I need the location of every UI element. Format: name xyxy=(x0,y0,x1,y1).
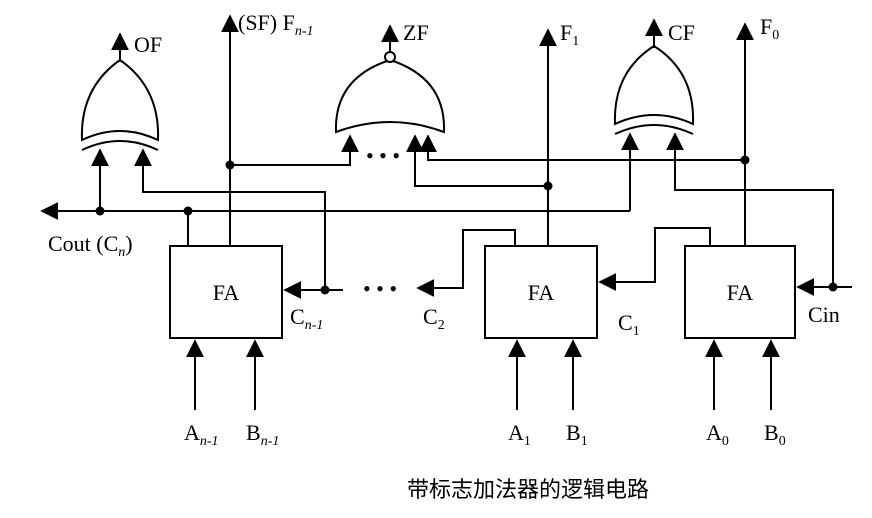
c1-label-main: C xyxy=(618,310,633,335)
c2-label-sub: 2 xyxy=(438,318,445,333)
cout-label-suffix: ) xyxy=(125,231,132,256)
bn1-label-sub: n-1 xyxy=(261,434,280,449)
sf-label-sub: n-1 xyxy=(295,24,314,39)
c1-wire xyxy=(598,227,711,291)
cn1-label: Cn-1 xyxy=(290,304,323,333)
f0-label-sub: 0 xyxy=(772,28,779,43)
zf-input-f0 xyxy=(419,134,745,161)
c2-wire xyxy=(416,229,516,297)
bn1-label-main: B xyxy=(246,420,261,445)
c2-label: C2 xyxy=(423,304,445,333)
a1-label: A1 xyxy=(508,420,531,449)
cout-label-sub: n xyxy=(118,245,125,260)
a0-label-main: A xyxy=(706,420,722,445)
f0-label: F0 xyxy=(760,14,779,43)
bn1-label: Bn-1 xyxy=(246,420,279,449)
xor-gate-cf xyxy=(613,44,695,135)
cn1-label-sub: n-1 xyxy=(305,318,324,333)
of-label: OF xyxy=(134,32,162,57)
c2-label-main: C xyxy=(423,304,438,329)
cin-label: Cin xyxy=(808,302,840,327)
f0-label-main: F xyxy=(760,14,772,39)
b1-label-sub: 1 xyxy=(581,434,588,449)
an1-label-main: A xyxy=(184,420,200,445)
fa-label-mid: FA xyxy=(528,280,555,305)
sf-label: (SF) Fn-1 xyxy=(238,10,314,39)
ellipsis-mid: • • • xyxy=(363,276,397,301)
an1-label-sub: n-1 xyxy=(200,434,219,449)
fa-label-left: FA xyxy=(213,280,240,305)
f1-label-sub: 1 xyxy=(572,34,579,49)
f1-label-main: F xyxy=(560,20,572,45)
fa-label-right: FA xyxy=(727,280,754,305)
diagram-caption: 带标志加法器的逻辑电路 xyxy=(407,478,649,503)
cf-input-cin xyxy=(666,132,834,287)
junction-cin xyxy=(828,282,838,292)
b1-label: B1 xyxy=(566,420,588,449)
c1-label-sub: 1 xyxy=(633,324,640,339)
junction-cn xyxy=(183,206,193,216)
zf-input-f1 xyxy=(406,134,548,187)
zf-label: ZF xyxy=(403,20,429,45)
an1-label: An-1 xyxy=(184,420,219,449)
cout-label: Cout (Cn) xyxy=(48,231,133,260)
of-input-cn1 xyxy=(134,148,326,290)
junction-cn1 xyxy=(320,285,330,295)
c1-label: C1 xyxy=(618,310,640,339)
a1-label-main: A xyxy=(508,420,524,445)
b1-label-main: B xyxy=(566,420,581,445)
cout-label-main: Cout (C xyxy=(48,231,118,256)
b0-label: B0 xyxy=(764,420,786,449)
f1-label: F1 xyxy=(560,20,579,49)
nor-gate-zf xyxy=(334,51,446,134)
fa-box-right xyxy=(684,245,796,339)
a1-label-sub: 1 xyxy=(524,434,531,449)
zf-input-sf xyxy=(230,134,359,166)
a0-label: A0 xyxy=(706,420,729,449)
sf-label-main: (SF) F xyxy=(238,10,295,35)
fa-box-mid xyxy=(484,245,598,339)
fa-box-left xyxy=(169,245,283,339)
b0-label-main: B xyxy=(764,420,779,445)
b0-label-sub: 0 xyxy=(779,434,786,449)
cf-label: CF xyxy=(668,20,695,45)
a0-label-sub: 0 xyxy=(722,434,729,449)
ellipsis-top: • • • xyxy=(366,143,400,168)
xor-gate-of xyxy=(80,58,160,151)
cn1-label-main: C xyxy=(290,304,305,329)
